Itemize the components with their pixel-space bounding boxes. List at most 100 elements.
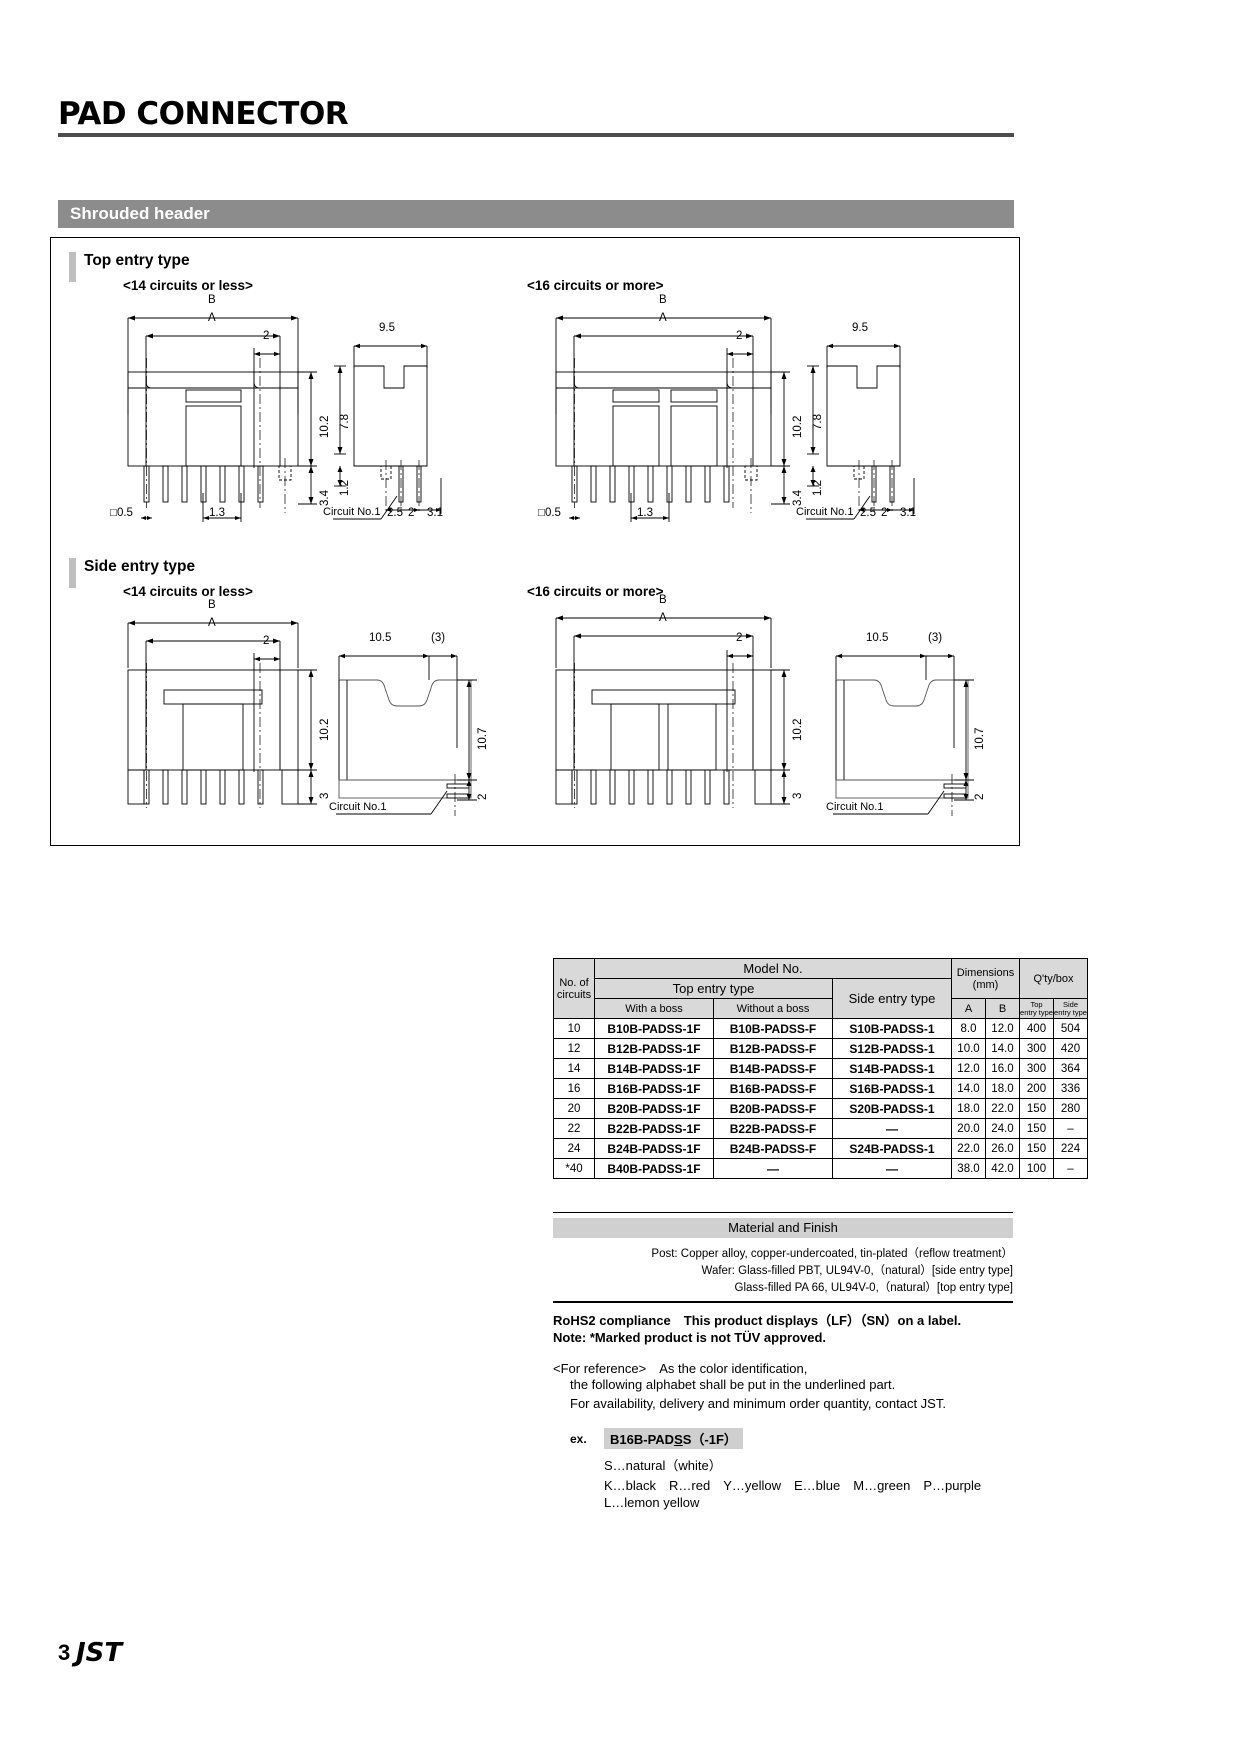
th-dimensions: Dimensions (mm) [951, 958, 1020, 999]
material-finish-bar: Material and Finish [553, 1218, 1013, 1238]
cell-dim-a: 10.0 [951, 1038, 986, 1059]
material-top-rule [553, 1212, 1013, 1213]
dim-depth-side-right: 10.5 [866, 632, 889, 644]
dim-edge-top-left: 1.3 [209, 507, 225, 519]
cell-circuits: *40 [553, 1158, 595, 1179]
dim-post-top-right: □0.5 [538, 507, 561, 519]
table-header-row-3: With a boss Without a boss A B Top entry… [554, 998, 1088, 1019]
cell-qty-side: 224 [1053, 1138, 1088, 1159]
dim-2-top-left: 2 [408, 507, 415, 519]
top-entry-right-drawing [555, 315, 790, 522]
note-reference-3: For availability, delivery and minimum o… [570, 1396, 946, 1411]
cell-dim-b: 14.0 [985, 1038, 1020, 1059]
dim-depth-ref-side-right: (3) [928, 632, 943, 644]
th-col-b: B [985, 998, 1020, 1019]
dim-depth-top-right: 9.5 [852, 322, 868, 334]
th-top-entry: Top entry type [594, 978, 833, 999]
cell-side-entry: S12B-PADSS-1 [832, 1038, 952, 1059]
cell-dim-b: 18.0 [985, 1078, 1020, 1099]
cell-circuits: 10 [553, 1018, 595, 1039]
note-reference-1: <For reference> As the color identificat… [553, 1361, 808, 1376]
cell-without-boss: B10B-PADSS-F [713, 1018, 833, 1039]
dim-25-top-right: 2.5 [860, 507, 876, 519]
page-title: PAD CONNECTOR [58, 96, 349, 132]
cell-with-boss: B12B-PADSS-1F [594, 1038, 714, 1059]
cell-dim-b: 22.0 [985, 1098, 1020, 1119]
note-rohs: RoHS2 compliance This product displays（L… [553, 1313, 962, 1328]
cell-without-boss: B12B-PADSS-F [713, 1038, 833, 1059]
dim-a-side-left: A [208, 617, 216, 629]
dim-b-top-left: B [208, 294, 216, 306]
cell-dim-b: 16.0 [985, 1058, 1020, 1079]
cell-qty-side: 280 [1053, 1098, 1088, 1119]
th-side-entry: Side entry type [832, 978, 952, 1019]
material-bottom-rule [553, 1301, 1013, 1303]
cell-with-boss: B24B-PADSS-1F [594, 1138, 714, 1159]
cell-qty-top: 300 [1019, 1038, 1054, 1059]
th-with-boss: With a boss [594, 998, 714, 1019]
color-code-3: L…lemon yellow [604, 1495, 700, 1510]
title-rule [58, 133, 1014, 137]
cell-side-entry: — [832, 1158, 952, 1179]
cell-dim-a: 20.0 [951, 1118, 986, 1139]
dim-2-top-right: 2 [881, 507, 888, 519]
dim-pitch-side-right: 2 [736, 632, 743, 644]
example-part-number: B16B-PADSS（-1F） [604, 1428, 743, 1449]
cell-with-boss: B20B-PADSS-1F [594, 1098, 714, 1119]
cell-side-entry: S10B-PADSS-1 [832, 1018, 952, 1039]
cell-with-boss: B40B-PADSS-1F [594, 1158, 714, 1179]
top-entry-left-side-drawing [333, 343, 442, 520]
cell-side-entry: S20B-PADSS-1 [832, 1098, 952, 1119]
cell-without-boss: B16B-PADSS-F [713, 1078, 833, 1099]
cell-with-boss: B22B-PADSS-1F [594, 1118, 714, 1139]
dim-edge-top-right: 1.3 [637, 507, 653, 519]
th-model-no: Model No. [594, 958, 952, 979]
material-line-1: Post: Copper alloy, copper-undercoated, … [651, 1248, 1013, 1260]
cell-qty-top: 150 [1019, 1118, 1054, 1139]
dim-depth-side-left: 10.5 [369, 632, 392, 644]
cell-without-boss: B22B-PADSS-F [713, 1118, 833, 1139]
cell-qty-side: 504 [1053, 1018, 1088, 1039]
side-entry-left-drawing [127, 620, 317, 808]
cell-dim-a: 8.0 [951, 1018, 986, 1039]
cell-qty-top: 300 [1019, 1058, 1054, 1079]
section-header-label: Shrouded header [70, 204, 210, 223]
cell-qty-top: 150 [1019, 1098, 1054, 1119]
table-head: No. of circuits Model No. Dimensions (mm… [553, 958, 1088, 1019]
dim-pitch-top-right: 2 [736, 330, 743, 342]
top-entry-right-side-drawing [806, 343, 915, 520]
dim-depth-ref-side-left: (3) [431, 632, 446, 644]
cell-qty-side: – [1053, 1158, 1088, 1179]
top-entry-caption-right: <16 circuits or more> [527, 278, 664, 293]
cell-side-entry: — [832, 1118, 952, 1139]
material-finish-title: Material and Finish [728, 1220, 838, 1235]
cell-qty-top: 150 [1019, 1138, 1054, 1159]
cell-dim-a: 22.0 [951, 1138, 986, 1159]
cell-with-boss: B16B-PADSS-1F [594, 1078, 714, 1099]
dim-depth-top-left: 9.5 [379, 322, 395, 334]
drawing-panel: Top entry type <14 circuits or less> <16… [50, 237, 1020, 846]
cell-dim-b: 26.0 [985, 1138, 1020, 1159]
cell-dim-a: 18.0 [951, 1098, 986, 1119]
table-header-row-2: Top entry type Side entry type [554, 978, 1088, 1019]
side-entry-group-label: Side entry type [84, 558, 196, 575]
cell-with-boss: B14B-PADSS-1F [594, 1058, 714, 1079]
page-number: 3 [58, 1640, 71, 1665]
cell-circuits: 20 [553, 1098, 595, 1119]
specification-table: No. of circuits Model No. Dimensions (mm… [553, 958, 1088, 1179]
cell-circuits: 24 [553, 1138, 595, 1159]
cell-circuits: 22 [553, 1118, 595, 1139]
side-entry-caption-left: <14 circuits or less> [123, 584, 253, 599]
top-entry-group-label: Top entry type [84, 252, 190, 269]
cell-dim-b: 12.0 [985, 1018, 1020, 1039]
th-qty-top: Top entry type [1019, 998, 1054, 1019]
cell-circuits: 16 [553, 1078, 595, 1099]
dim-lead-side-right: 2 [974, 793, 986, 800]
cell-qty-top: 200 [1019, 1078, 1054, 1099]
note-reference-2: the following alphabet shall be put in t… [570, 1377, 896, 1392]
